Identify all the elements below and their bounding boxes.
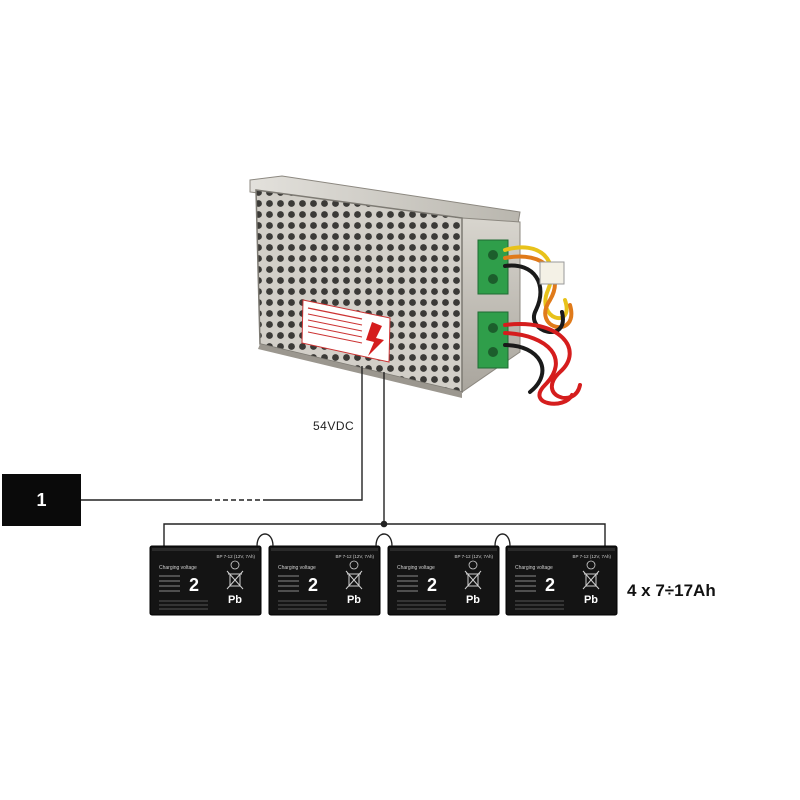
battery-jumper-wire — [257, 534, 273, 546]
power-supply-unit — [250, 176, 580, 404]
battery-number: 2 — [427, 575, 437, 595]
battery-model: BP 7-12 (12V, 7Ah) — [454, 554, 493, 559]
battery-jumper-wire — [495, 534, 510, 546]
battery-chemistry: Pb — [466, 594, 480, 606]
battery-capacity-label: 4 x 7÷17Ah — [627, 581, 716, 601]
battery: BP 7-12 (12V, 7Ah) Charging voltage 2Pb — [150, 546, 261, 615]
battery-bus-line — [164, 524, 605, 546]
battery-chemistry: Pb — [347, 594, 361, 606]
battery-number: 2 — [189, 575, 199, 595]
device-label: 1 — [36, 490, 46, 511]
psu-to-device-line — [268, 366, 362, 500]
battery-charging-title: Charging voltage — [159, 565, 197, 571]
battery-charging-title: Charging voltage — [515, 565, 553, 571]
battery-model: BP 7-12 (12V, 7Ah) — [572, 554, 611, 559]
battery-model: BP 7-12 (12V, 7Ah) — [216, 554, 255, 559]
battery: BP 7-12 (12V, 7Ah) Charging voltage 2Pb — [388, 546, 499, 615]
battery-jumper-wire — [376, 534, 392, 546]
battery-bank: BP 7-12 (12V, 7Ah)Charging voltage2PbBP … — [150, 534, 617, 615]
battery-number: 2 — [308, 575, 318, 595]
psu-front-face — [256, 190, 462, 392]
battery-chemistry: Pb — [584, 594, 598, 606]
battery: BP 7-12 (12V, 7Ah) Charging voltage 2Pb — [269, 546, 380, 615]
device-label-box: 1 — [2, 474, 81, 526]
battery-charging-title: Charging voltage — [278, 565, 316, 571]
connection-lines — [81, 366, 605, 546]
battery-number: 2 — [545, 575, 555, 595]
battery-model: BP 7-12 (12V, 7Ah) — [335, 554, 374, 559]
battery-chemistry: Pb — [228, 594, 242, 606]
voltage-label: 54VDC — [313, 419, 354, 433]
battery: BP 7-12 (12V, 7Ah) Charging voltage 2Pb — [506, 546, 617, 615]
battery-charging-title: Charging voltage — [397, 565, 435, 571]
